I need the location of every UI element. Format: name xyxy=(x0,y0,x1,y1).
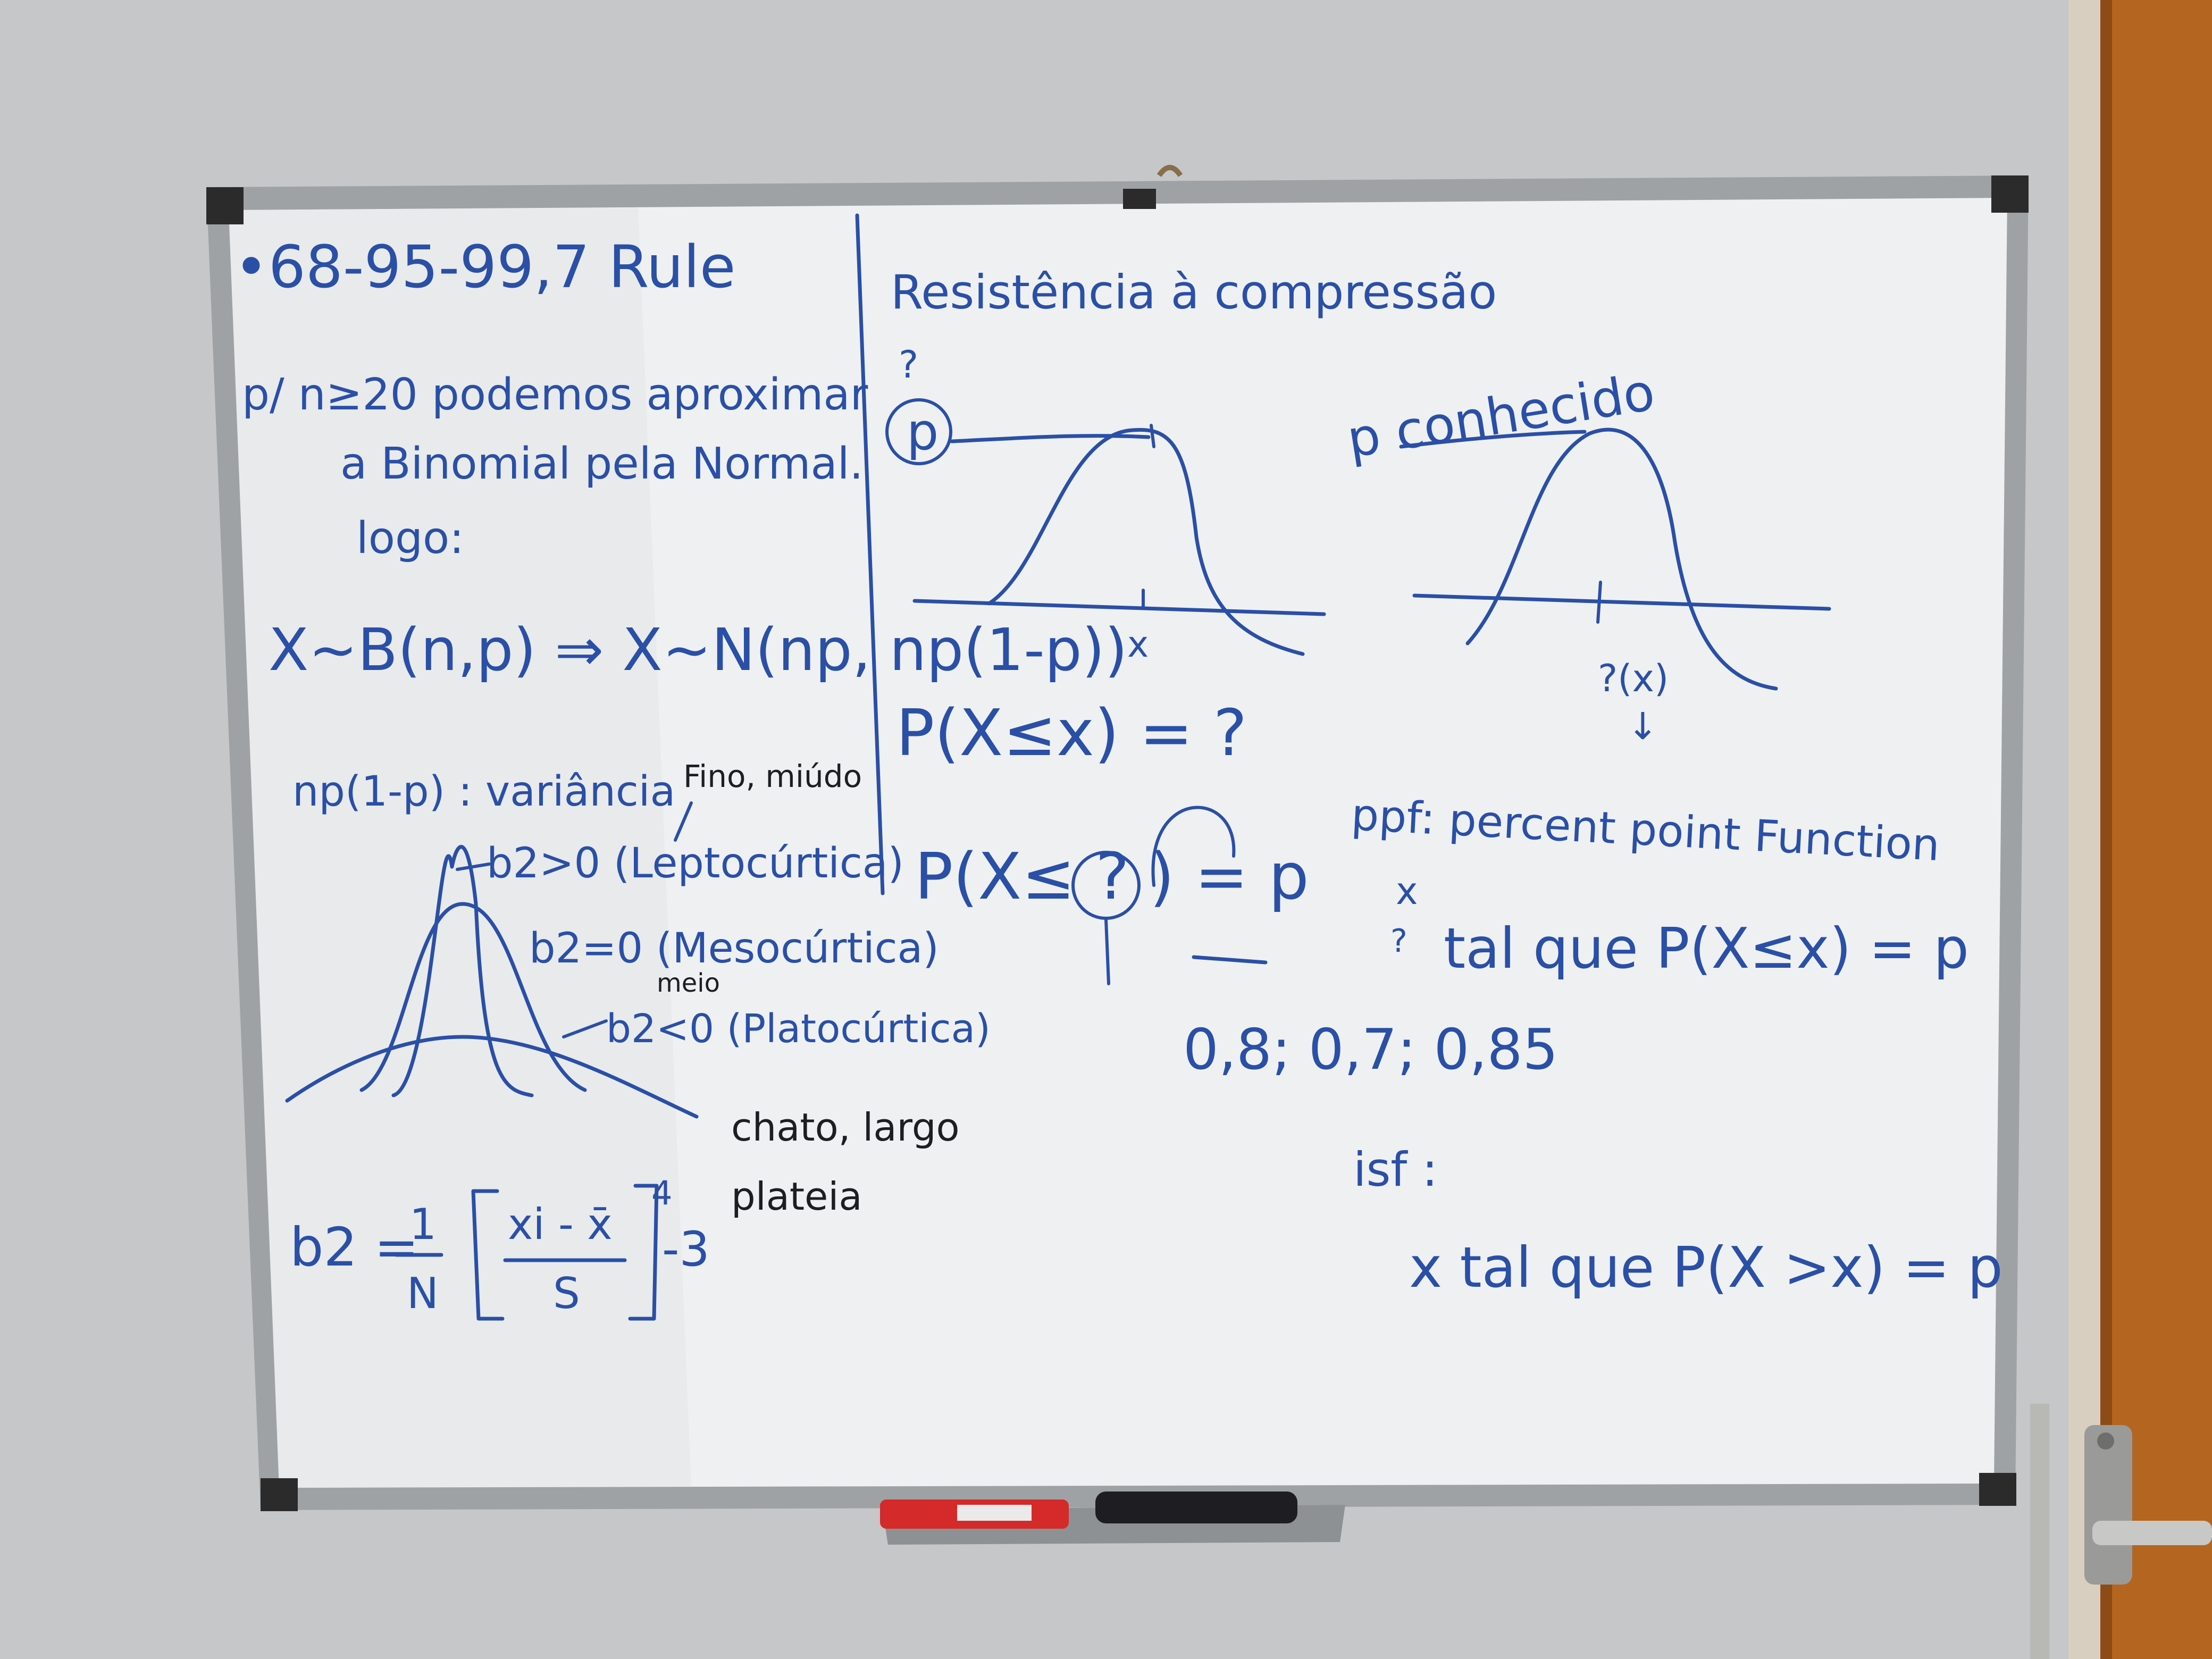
plato-label: b2<0 (Platocúrtica) xyxy=(606,1006,991,1052)
formula-one: 1 xyxy=(409,1200,437,1249)
mesokurtic-curve xyxy=(359,902,587,1092)
normal-curve-right xyxy=(1465,428,1778,691)
right-tick-label: ?(x) xyxy=(1598,657,1669,700)
corner-cap-tr xyxy=(1991,175,2029,213)
lepto-label: b2>0 (Leptocúrtica) xyxy=(487,840,904,887)
door-hinge-plate xyxy=(2030,1404,2049,1659)
arrow-down-left xyxy=(1104,918,1110,985)
formula-exponent: 4 xyxy=(651,1174,672,1212)
rule-title: •68-95-99,7 Rule xyxy=(234,233,736,301)
marker-tray xyxy=(880,1492,1345,1545)
hanging-hook xyxy=(1157,165,1183,177)
kurtosis-formula: b2 = 1 N xi - x̄ S 4 -3 xyxy=(290,1174,710,1321)
right-bracket xyxy=(628,1184,659,1321)
tick-mark xyxy=(1150,424,1155,448)
cdf-question: P(X≤x) = ? xyxy=(896,697,1247,770)
chato-note: chato, largo xyxy=(731,1105,960,1150)
isf-def: x tal que P(X >x) = p xyxy=(1409,1235,2003,1300)
kurtosis-curves xyxy=(285,845,699,1119)
door-frame xyxy=(2068,0,2100,1659)
approx-line2: a Binomial pela Normal. xyxy=(340,439,864,489)
meio-note: meio xyxy=(657,968,720,998)
approx-line3: logo: xyxy=(356,513,464,564)
corner-cap-bl xyxy=(261,1478,298,1511)
plateia-note: plateia xyxy=(731,1174,862,1219)
arrow-loop xyxy=(1151,806,1236,887)
p-level-line-right xyxy=(1399,430,1587,449)
q-mark-top: ? xyxy=(899,343,918,387)
lepto-pointer xyxy=(456,862,491,871)
variance-label: np(1-p) : variância xyxy=(292,768,675,816)
x-tick-label: x xyxy=(1127,624,1149,666)
formula-tail: -3 xyxy=(662,1221,710,1277)
formula-inner-den: S xyxy=(553,1269,580,1318)
p-underline xyxy=(1192,955,1268,965)
isf-label: isf : xyxy=(1353,1142,1438,1197)
brand-badge xyxy=(1123,189,1156,209)
tick-right xyxy=(1596,581,1602,624)
door xyxy=(2100,0,2212,1659)
divider-line xyxy=(855,213,885,895)
fino-note: Fino, miúdo xyxy=(683,758,862,794)
whiteboard xyxy=(206,165,2029,1511)
black-marker xyxy=(1095,1492,1297,1523)
axis-right xyxy=(1412,593,1831,611)
approx-line1: p/ n≥20 podemos aproximar xyxy=(242,370,868,420)
p-level-line xyxy=(950,434,1151,443)
compression-title: Resistência à compressão xyxy=(891,265,1497,320)
p-circled: p xyxy=(907,403,939,462)
probabilities: 0,8; 0,7; 0,85 xyxy=(1183,1017,1558,1082)
fino-pointer xyxy=(674,801,693,842)
inverse-question: P(X≤ ? ) = p xyxy=(915,840,1309,914)
platykurtic-curve xyxy=(285,1035,699,1119)
formula-inner-num: xi - x̄ xyxy=(508,1200,613,1249)
left-bracket xyxy=(471,1189,505,1321)
ppf-q: ? xyxy=(1390,923,1407,960)
plato-pointer xyxy=(562,1019,608,1038)
leptokurtic-curve xyxy=(391,845,534,1097)
p-circle xyxy=(885,398,952,465)
normal-curve-left xyxy=(987,428,1305,656)
axis-left xyxy=(912,599,1326,616)
ppf-def: tal que P(X≤x) = p xyxy=(1444,916,1969,981)
corner-cap-tl xyxy=(206,187,244,224)
door-handle xyxy=(2084,1425,2212,1585)
binomial-formula: X~B(n,p) ⇒ X~N(np, np(1-p)) xyxy=(269,616,1127,684)
door-edge-shade xyxy=(2100,0,2112,1659)
formula-lhs: b2 = xyxy=(290,1216,419,1278)
ppf-x: x xyxy=(1396,869,1418,913)
meso-label: b2=0 (Mesocúrtica) xyxy=(529,925,939,973)
formula-n: N xyxy=(407,1269,439,1318)
arrow-down-right: ↓ xyxy=(1627,705,1658,748)
corner-cap-br xyxy=(1979,1473,2016,1506)
